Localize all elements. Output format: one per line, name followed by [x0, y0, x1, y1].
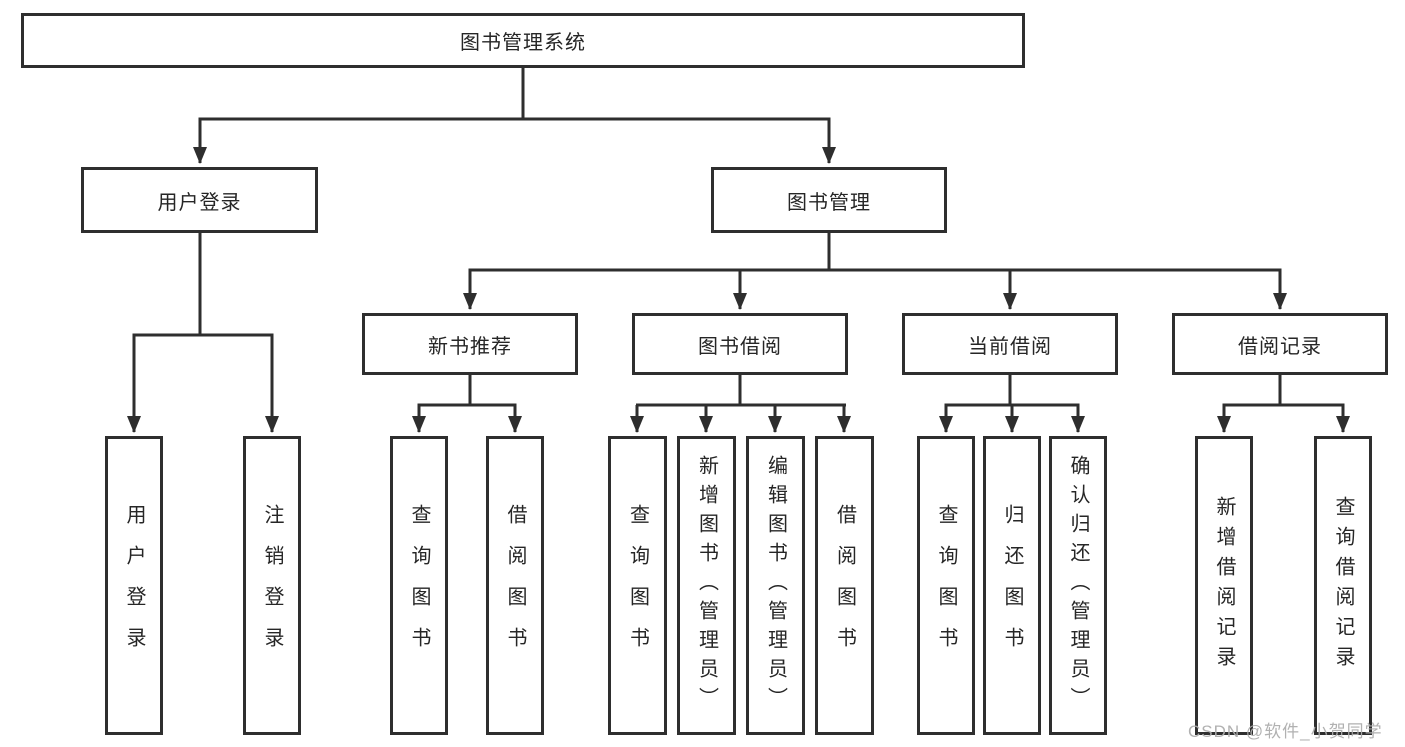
leaf-borrow-books-recommend: 借阅图书	[486, 436, 544, 735]
leaf-return-books: 归还图书	[983, 436, 1041, 735]
leaf-add-books-admin: 新增图书（管理员）	[677, 436, 736, 735]
node-user-login: 用户登录	[81, 167, 318, 233]
node-new-book-recommend: 新书推荐	[362, 313, 578, 375]
leaf-query-books-borrowing: 查询图书	[608, 436, 667, 735]
leaf-query-books-recommend: 查询图书	[390, 436, 448, 735]
node-borrowing-records: 借阅记录	[1172, 313, 1388, 375]
leaf-query-books-current: 查询图书	[917, 436, 975, 735]
node-book-management: 图书管理	[711, 167, 947, 233]
node-book-borrowing: 图书借阅	[632, 313, 848, 375]
watermark: CSDN @软件_小贺同学	[1188, 722, 1383, 741]
leaf-confirm-return-admin: 确认归还（管理员）	[1049, 436, 1107, 735]
leaf-query-borrow-record: 查询借阅记录	[1314, 436, 1372, 735]
leaf-logout: 注销登录	[243, 436, 301, 735]
leaf-add-borrow-record: 新增借阅记录	[1195, 436, 1253, 735]
node-root: 图书管理系统	[21, 13, 1025, 68]
leaf-user-login: 用户登录	[105, 436, 163, 735]
leaf-edit-books-admin: 编辑图书（管理员）	[746, 436, 805, 735]
leaf-borrow-books-borrowing: 借阅图书	[815, 436, 874, 735]
node-current-borrowing: 当前借阅	[902, 313, 1118, 375]
